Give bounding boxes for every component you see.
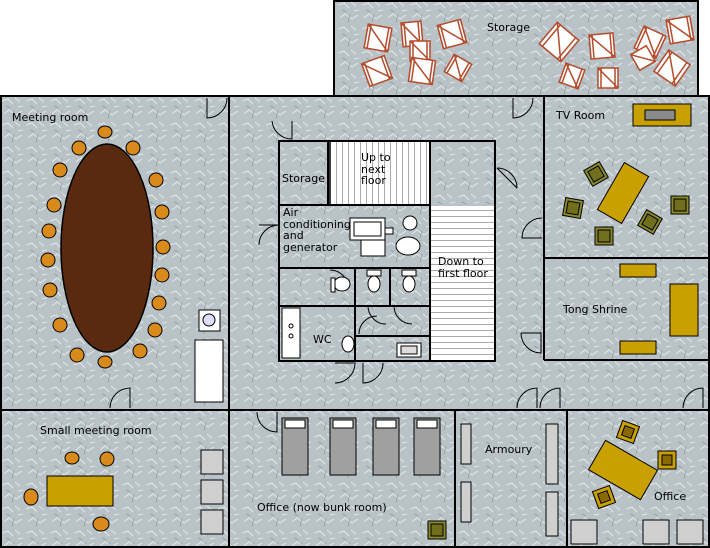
generator [349,215,421,257]
interior-walls [1,96,709,547]
label-armoury: Armoury [485,443,533,456]
toilets [330,269,417,353]
office-desk [587,439,659,501]
small-meeting-chairs [23,451,115,532]
doors [109,97,704,433]
label-stairs-up: Up to next floor [361,151,391,188]
label-storage-top: Storage [487,21,531,34]
label-small-meeting-room: Small meeting room [40,424,152,437]
wc-fixtures [281,307,422,359]
stairs-down [431,206,494,360]
label-aircon: Air conditioning and generator [283,206,351,254]
office-chairs [591,419,677,510]
small-meeting-cabinets [200,449,224,535]
stairs-up [330,142,429,204]
meeting-counter [194,339,224,403]
label-tv-room: TV Room [556,109,606,122]
label-wc: WC [313,333,332,346]
armoury-racks [460,423,559,537]
small-meeting-table [46,475,114,507]
tv-set [644,109,676,121]
meeting-chairs [40,125,171,369]
label-storage-core: Storage [282,172,326,185]
label-meeting-room: Meeting room [12,111,89,124]
shrine-altar [669,283,699,337]
storage-crates [360,15,695,90]
tv-coffee-table [596,161,650,225]
shrine-bench-bottom [619,340,657,355]
bunk-beds [281,417,441,476]
label-office: Office [654,490,687,503]
office-cabinets [570,519,704,545]
label-tong-shrine: Tong Shrine [563,303,628,316]
shrine-bench-top [619,263,657,278]
label-office-bunk: Office (now bunk room) [257,501,387,514]
label-stairs-down: Down to first floor [438,255,488,280]
meeting-table [60,143,154,353]
tv-chairs [561,161,690,246]
